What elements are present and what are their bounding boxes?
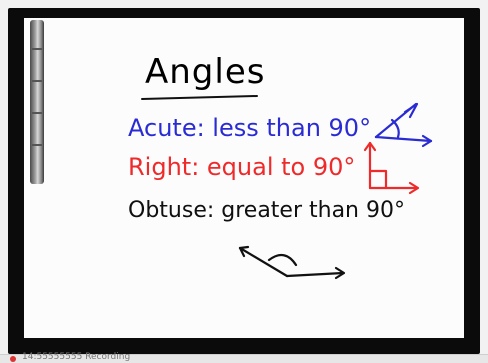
right-angle-icon <box>363 141 420 195</box>
board-title: Angles <box>145 52 266 92</box>
acute-angle-icon <box>374 102 433 148</box>
status-text: 14:55555555 Recording <box>22 352 131 362</box>
right-definition: Right: equal to 90° <box>128 153 356 181</box>
whiteboard <box>24 18 464 338</box>
title-underline <box>141 95 258 100</box>
whiteboard-tray <box>30 20 44 184</box>
status-bar: 14:55555555 Recording <box>0 352 488 363</box>
recording-dot-icon <box>10 356 16 362</box>
obtuse-definition: Obtuse: greater than 90° <box>128 198 405 223</box>
obtuse-angle-icon <box>238 245 346 280</box>
acute-definition: Acute: less than 90° <box>128 114 372 142</box>
